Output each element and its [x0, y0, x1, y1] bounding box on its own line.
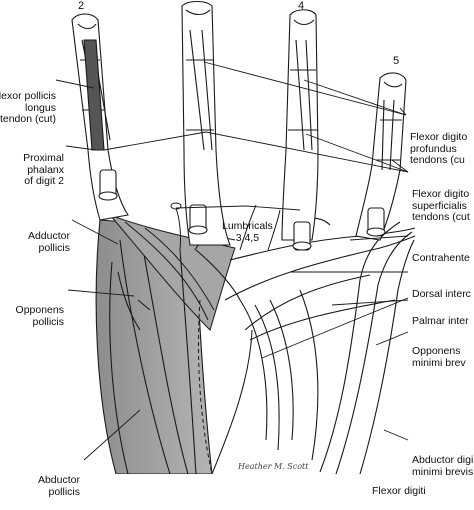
digit-4 — [281, 9, 319, 251]
leader-lines — [55, 61, 409, 461]
artist-signature: Heather M. Scott — [238, 462, 309, 471]
digit-5-number: 5 — [393, 55, 400, 67]
digit-2 — [71, 13, 129, 221]
hand-illustration — [55, 0, 416, 474]
digit-4-number: 4 — [298, 0, 305, 12]
label-contrahentes: Contrahente — [412, 252, 470, 264]
digit-2-number: 2 — [78, 0, 85, 12]
label-flexor-digiti: Flexor digiti — [372, 485, 426, 497]
dashed-contour — [198, 299, 213, 474]
digit-3 — [181, 0, 231, 246]
label-palmar-interossei: Palmar inter — [412, 315, 469, 327]
label-dorsal-interossei: Dorsal interc — [412, 288, 471, 300]
digit-5 — [355, 72, 407, 241]
